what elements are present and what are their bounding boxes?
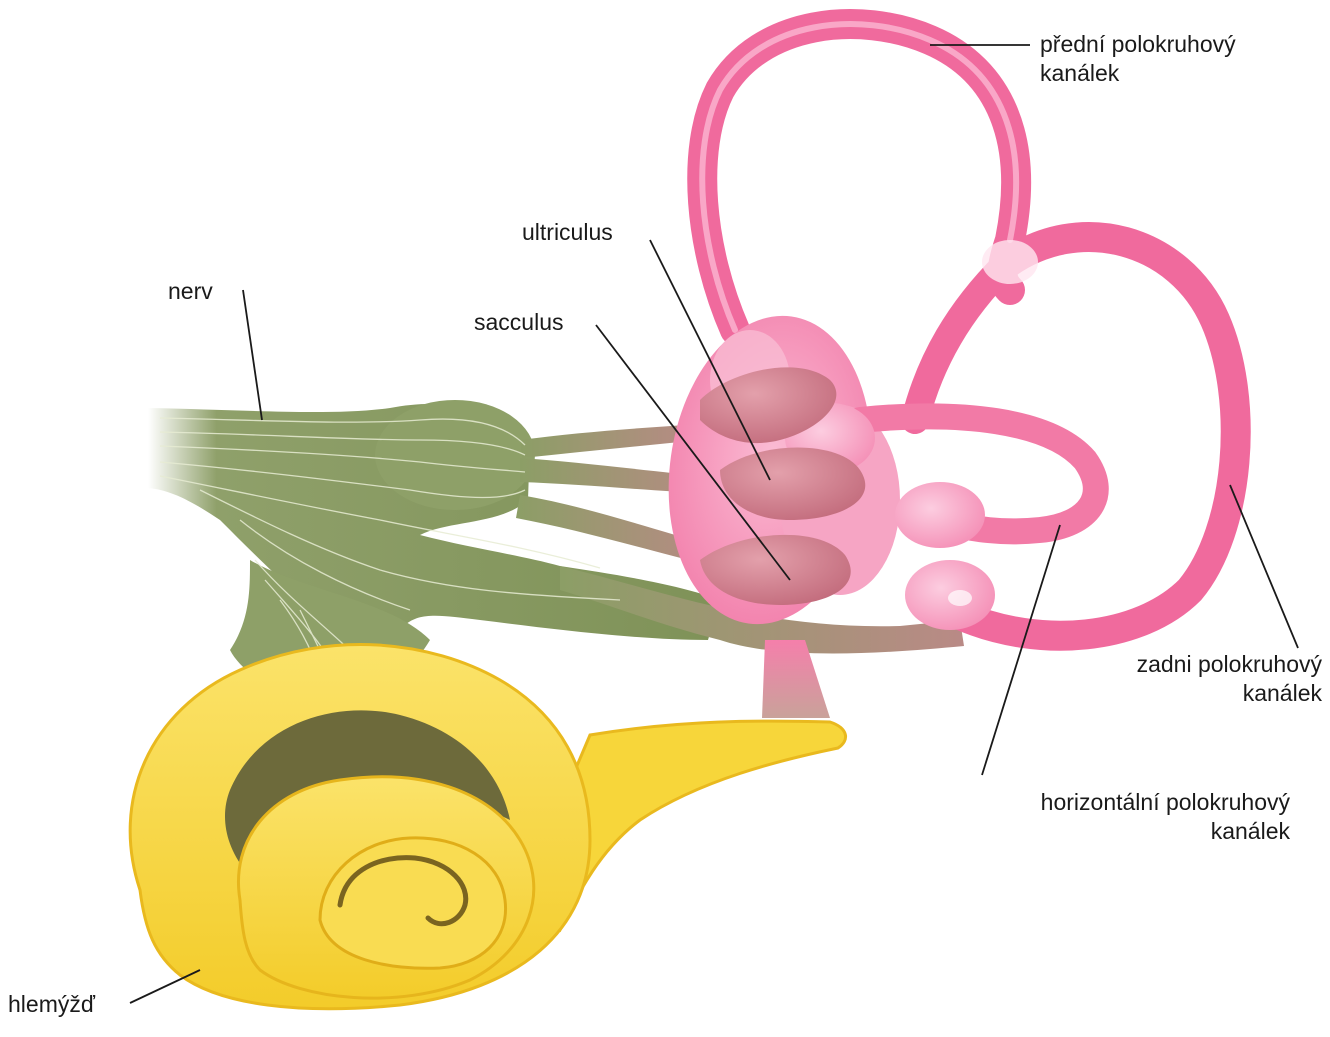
label-posterior-canal: zadni polokruhový kanálek: [1137, 650, 1322, 708]
leader-posterior: [1230, 485, 1298, 648]
label-sacculus: sacculus: [474, 308, 563, 337]
leader-nerve: [243, 290, 262, 420]
leader-cochlea: [130, 970, 200, 1003]
label-anterior-canal: přední polokruhový kanálek: [1040, 30, 1236, 88]
label-utriculus: ultriculus: [522, 218, 613, 247]
label-horizontal-canal: horizontální polokruhový kanálek: [1041, 788, 1290, 846]
label-nerve: nerv: [168, 277, 213, 306]
cochlea: [130, 645, 845, 1009]
label-cochlea: hlemýžď: [8, 990, 95, 1019]
